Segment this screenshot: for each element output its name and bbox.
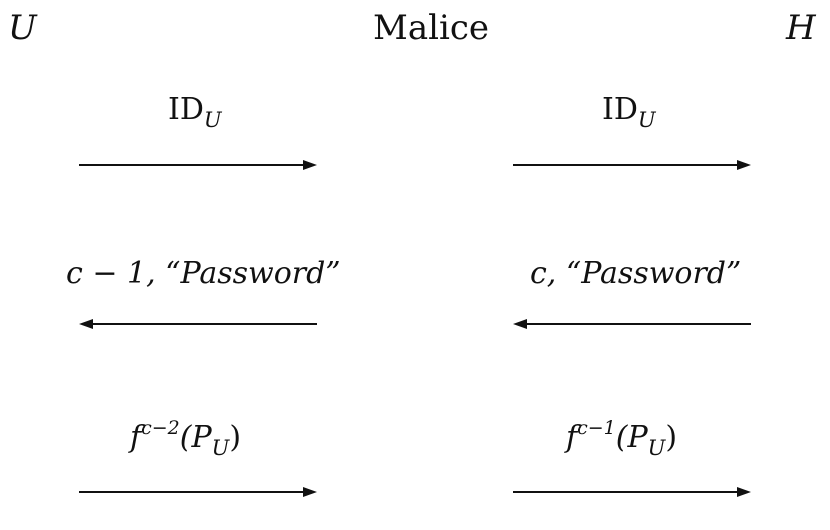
msg1-left-arrow <box>79 160 317 170</box>
msg2-right-label: c, “Password” <box>530 256 742 291</box>
msg3-right-label: fc−1(PU) <box>566 417 678 460</box>
msg3-left-argsub: U <box>211 436 230 460</box>
msg3-left-sup: c−2 <box>141 417 180 439</box>
msg2-right-arrow <box>513 319 751 329</box>
msg3-right-f: f <box>566 420 578 455</box>
party-h: H <box>786 8 816 48</box>
msg3-right-sup: c−1 <box>577 417 616 439</box>
msg2-left-arrow <box>79 319 317 329</box>
msg3-left-close: ) <box>229 420 242 455</box>
msg2-left-label: c − 1, “Password” <box>66 256 341 291</box>
msg1-right-base: ID <box>602 92 638 127</box>
msg3-right-argsub: U <box>647 436 666 460</box>
msg3-left-arrow <box>79 487 317 497</box>
msg3-right-close: ) <box>665 420 678 455</box>
msg3-right-arrow <box>513 487 751 497</box>
msg1-right-label: IDU <box>602 92 656 132</box>
msg1-left-base: ID <box>168 92 204 127</box>
msg3-right-arg: (P <box>615 420 648 455</box>
msg3-left-label: fc−2(PU) <box>130 417 242 460</box>
msg1-left-sub: U <box>203 108 222 132</box>
msg1-right-sub: U <box>637 108 656 132</box>
msg1-left-label: IDU <box>168 92 222 132</box>
party-u: U <box>8 8 37 48</box>
msg1-right-arrow <box>513 160 751 170</box>
msg3-left-f: f <box>130 420 142 455</box>
party-malice: Malice <box>373 8 489 48</box>
msg3-left-arg: (P <box>179 420 212 455</box>
